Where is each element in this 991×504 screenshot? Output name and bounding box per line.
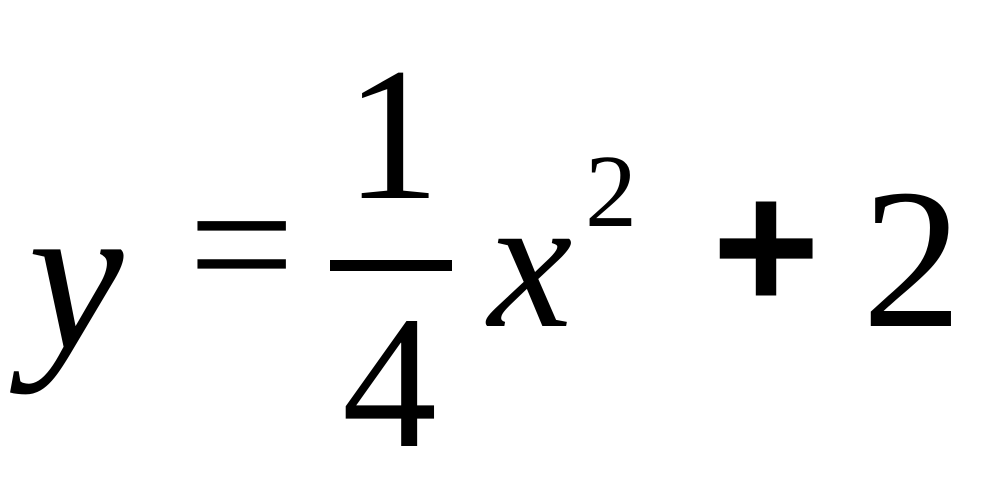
- equation-lhs-variable: y: [28, 156, 124, 395]
- fraction-bar: [330, 260, 452, 271]
- constant-term: 2: [862, 149, 962, 370]
- equation-variable: x: [488, 158, 573, 368]
- plus-operator: +: [712, 144, 821, 350]
- exponent: 2: [585, 134, 637, 249]
- equals-sign: =: [188, 140, 296, 350]
- fraction-denominator: 4: [342, 278, 437, 488]
- fraction-numerator: 1: [345, 30, 440, 240]
